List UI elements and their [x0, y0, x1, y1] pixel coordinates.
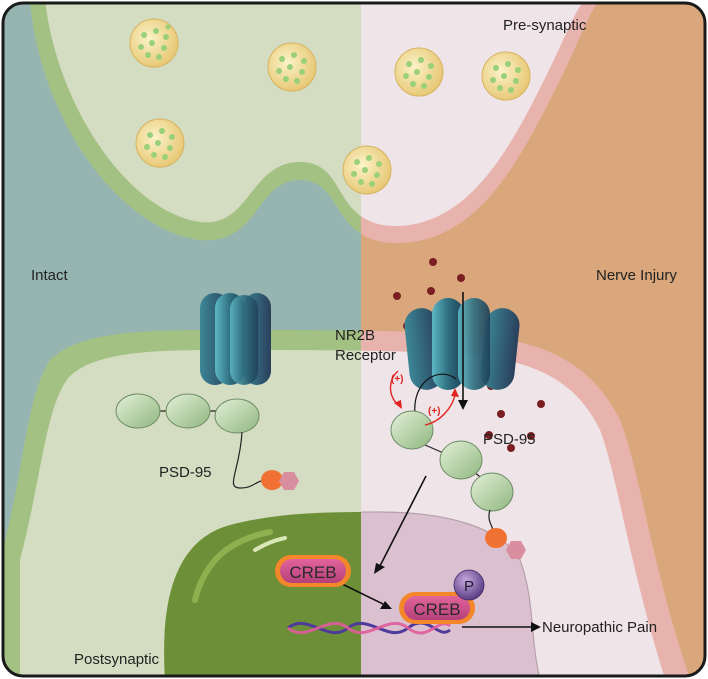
- label-postsynaptic: Postsynaptic: [74, 651, 160, 668]
- creb-injury: CREB P: [399, 569, 485, 624]
- label-psd95-intact: PSD-95: [159, 464, 212, 481]
- creb-label-intact: CREB: [289, 563, 336, 582]
- label-receptor-line1: NR2B: [335, 327, 375, 344]
- phosphate-label: P: [464, 578, 474, 595]
- plus-sign-2: (+): [428, 406, 441, 417]
- nucleus-injury: [361, 511, 541, 676]
- creb-label-injury: CREB: [413, 600, 460, 619]
- label-nerve-injury: Nerve Injury: [596, 267, 677, 284]
- psd95-intact: [115, 393, 299, 490]
- influx-arrow: [458, 292, 468, 410]
- nucleus-intact: [164, 512, 361, 676]
- synaptic-vesicles: [129, 18, 531, 195]
- label-intact: Intact: [31, 267, 69, 284]
- label-neuropathic-pain: Neuropathic Pain: [542, 619, 657, 636]
- creb-intact: CREB: [275, 555, 351, 587]
- psd95-injury: [390, 373, 526, 559]
- glutamate-particles: [393, 258, 545, 452]
- plus-sign-1: (+): [391, 374, 404, 385]
- label-psd95-injury: PSD-95: [483, 431, 536, 448]
- phosphate-marker: [453, 569, 485, 601]
- nr2b-receptor-injury: [404, 298, 520, 390]
- dna-helix: [287, 621, 451, 635]
- activation-arrows: [389, 370, 459, 426]
- label-receptor-line2: Receptor: [335, 347, 396, 364]
- pathway-arrows: [339, 475, 541, 632]
- label-presynaptic: Pre-synaptic: [503, 17, 587, 34]
- nr2b-receptor-intact: [200, 293, 271, 385]
